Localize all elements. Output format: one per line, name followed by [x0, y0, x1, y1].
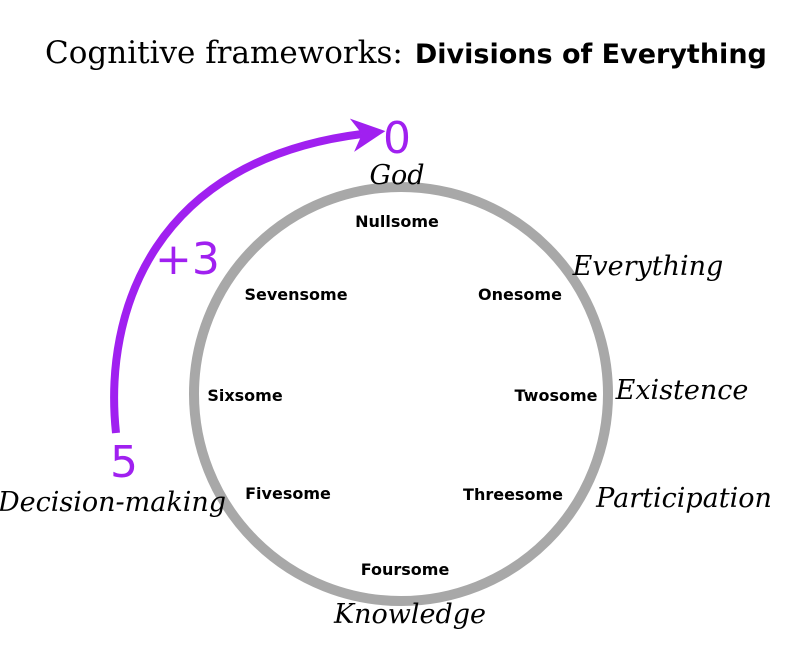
label-decision-making: Decision-making [0, 487, 226, 518]
arrow-start-number: 5 [110, 437, 138, 488]
label-knowledge: Knowledge [333, 599, 486, 630]
progression-arrow [110, 118, 386, 434]
title-prefix: Cognitive frameworks: [45, 35, 403, 71]
label-foursome: Foursome [361, 560, 450, 579]
label-existence: Existence [615, 375, 749, 406]
label-fivesome: Fivesome [245, 484, 331, 503]
label-sixsome: Sixsome [207, 386, 283, 405]
arrow-end-number: 0 [383, 113, 411, 164]
title-main: Divisions of Everything [415, 39, 767, 70]
label-threesome: Threesome [463, 485, 563, 504]
arrow-step-label: +3 [155, 234, 220, 285]
label-god: God [369, 160, 424, 191]
label-onesome: Onesome [478, 285, 562, 304]
label-nullsome: Nullsome [355, 212, 439, 231]
label-everything: Everything [572, 251, 724, 282]
divisions-circle [189, 182, 613, 606]
page-title: Cognitive frameworks: Divisions of Every… [45, 35, 767, 71]
label-twosome: Twosome [515, 386, 598, 405]
label-participation: Participation [595, 483, 772, 514]
label-sevensome: Sevensome [244, 285, 347, 304]
